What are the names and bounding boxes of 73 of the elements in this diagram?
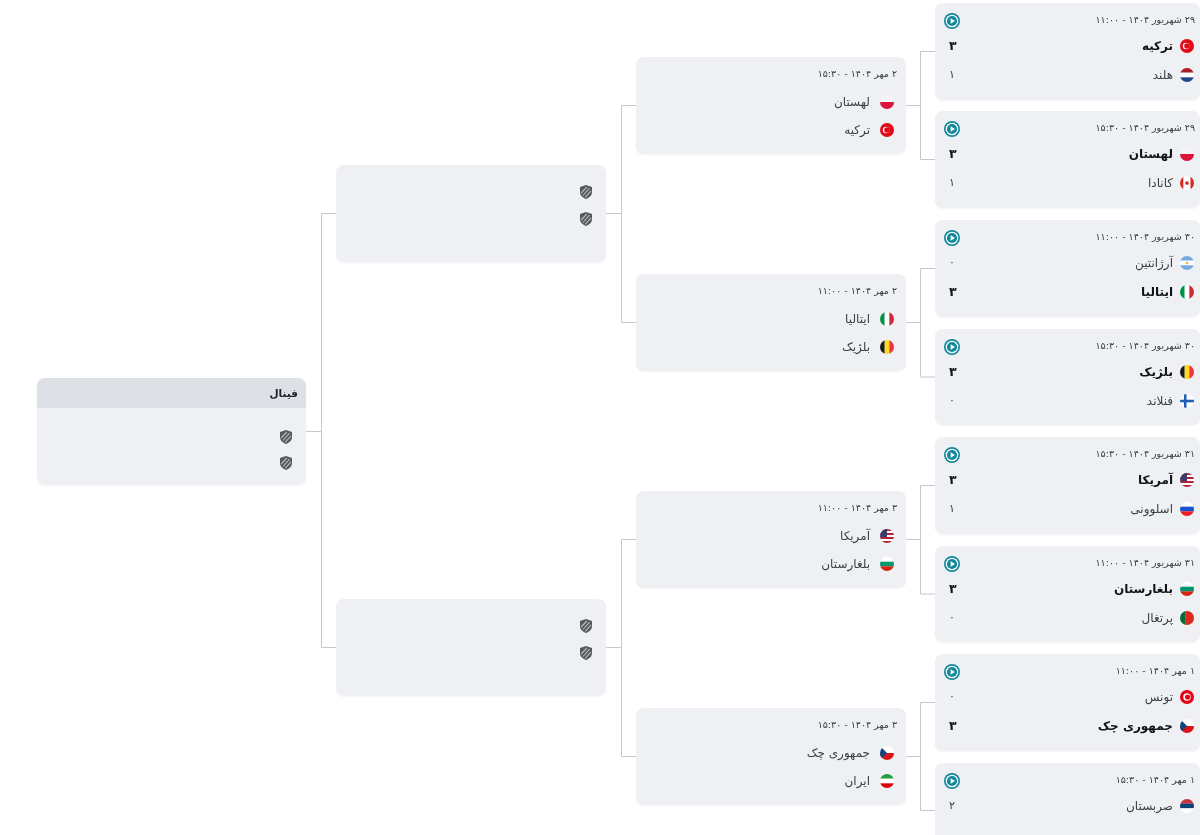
team-name: هلند [1152, 67, 1173, 83]
team-name: کانادا [1147, 175, 1173, 191]
match-card [935, 546, 1200, 642]
match-card [935, 763, 1200, 835]
match-date: ۲۹ شهریور ۱۴۰۴ - ۱۱:۰۰ [1095, 14, 1195, 26]
match-score: ۳ [949, 581, 957, 597]
bracket-line [305, 431, 337, 648]
team-name: آمریکا [840, 528, 870, 544]
match-date: ۳ مهر ۱۴۰۴ - ۱۱:۰۰ [817, 502, 897, 514]
match-score: ۰ [949, 393, 955, 409]
match-date: ۳ مهر ۱۴۰۴ - ۱۵:۳۰ [817, 719, 897, 731]
match-date: ۳۱ شهریور ۱۴۰۴ - ۱۵:۳۰ [1095, 448, 1195, 460]
team-name: ترکیه [844, 122, 870, 138]
team-name: بلژیک [1139, 364, 1173, 380]
match-card [636, 491, 906, 588]
team-name: جمهوری چک [806, 745, 870, 761]
match-date: ۲۹ شهریور ۱۴۰۴ - ۱۵:۳۰ [1095, 122, 1195, 134]
bracket-line [605, 213, 637, 323]
team-name: تونس [1144, 689, 1173, 705]
match-score: ۰ [949, 689, 955, 705]
match-date: ۳۱ شهریور ۱۴۰۴ - ۱۱:۰۰ [1095, 557, 1195, 569]
team-name: بلغارستان [1113, 581, 1173, 597]
bracket-line [905, 539, 936, 595]
match-card [935, 329, 1200, 425]
match-card [935, 220, 1200, 317]
match-score: ۳ [949, 472, 957, 488]
match-date: ۳۰ شهریور ۱۴۰۴ - ۱۱:۰۰ [1095, 231, 1195, 243]
bracket-line [905, 105, 936, 160]
match-card [935, 111, 1200, 208]
match-card [336, 599, 606, 696]
team-name: صربستان [1126, 798, 1173, 814]
team-name: بلژیک [842, 339, 870, 355]
match-score: ۱ [949, 175, 955, 191]
match-score: ۰ [949, 610, 955, 626]
match-date: ۲ مهر ۱۴۰۴ - ۱۱:۰۰ [817, 285, 897, 297]
match-card [935, 437, 1200, 534]
bracket-line [905, 322, 936, 378]
team-name: پرتغال [1141, 610, 1173, 626]
team-name: ایران [844, 773, 870, 789]
match-score: ۳ [949, 146, 957, 162]
match-score: ۳ [949, 718, 957, 734]
match-date: ۳۰ شهریور ۱۴۰۴ - ۱۵:۳۰ [1095, 340, 1195, 352]
team-name: ایتالیا [1141, 284, 1173, 300]
team-name: لهستان [834, 94, 870, 110]
round-header: فینال [37, 378, 306, 408]
match-score: ۳ [949, 38, 957, 54]
team-name: جمهوری چک [1097, 718, 1173, 734]
match-score: ۱ [949, 67, 955, 83]
match-card [37, 378, 306, 485]
match-date: ۲ مهر ۱۴۰۴ - ۱۵:۳۰ [817, 68, 897, 80]
match-card [636, 708, 906, 805]
match-score: ۳ [949, 364, 957, 380]
bracket-line [605, 647, 637, 757]
match-date: ۱ مهر ۱۴۰۴ - ۱۱:۰۰ [1115, 665, 1195, 677]
match-card [935, 654, 1200, 751]
bracket-line [905, 756, 936, 811]
match-card [636, 57, 906, 154]
team-name: ترکیه [1141, 38, 1173, 54]
match-score: ۱ [949, 501, 955, 517]
team-name: فنلاند [1146, 393, 1173, 409]
team-name: اسلوونی [1130, 501, 1173, 517]
match-score: ۰ [949, 255, 955, 271]
match-card [935, 3, 1200, 100]
match-card [336, 165, 606, 262]
match-card [636, 274, 906, 371]
team-name: لهستان [1128, 146, 1173, 162]
team-name: آمریکا [1138, 472, 1173, 488]
team-name: ایتالیا [845, 311, 870, 327]
match-score: ۲ [949, 798, 955, 814]
team-name: بلغارستان [821, 556, 870, 572]
team-name: آرژانتین [1135, 255, 1173, 271]
match-score: ۳ [949, 284, 957, 300]
match-date: ۱ مهر ۱۴۰۴ - ۱۵:۳۰ [1115, 774, 1195, 786]
